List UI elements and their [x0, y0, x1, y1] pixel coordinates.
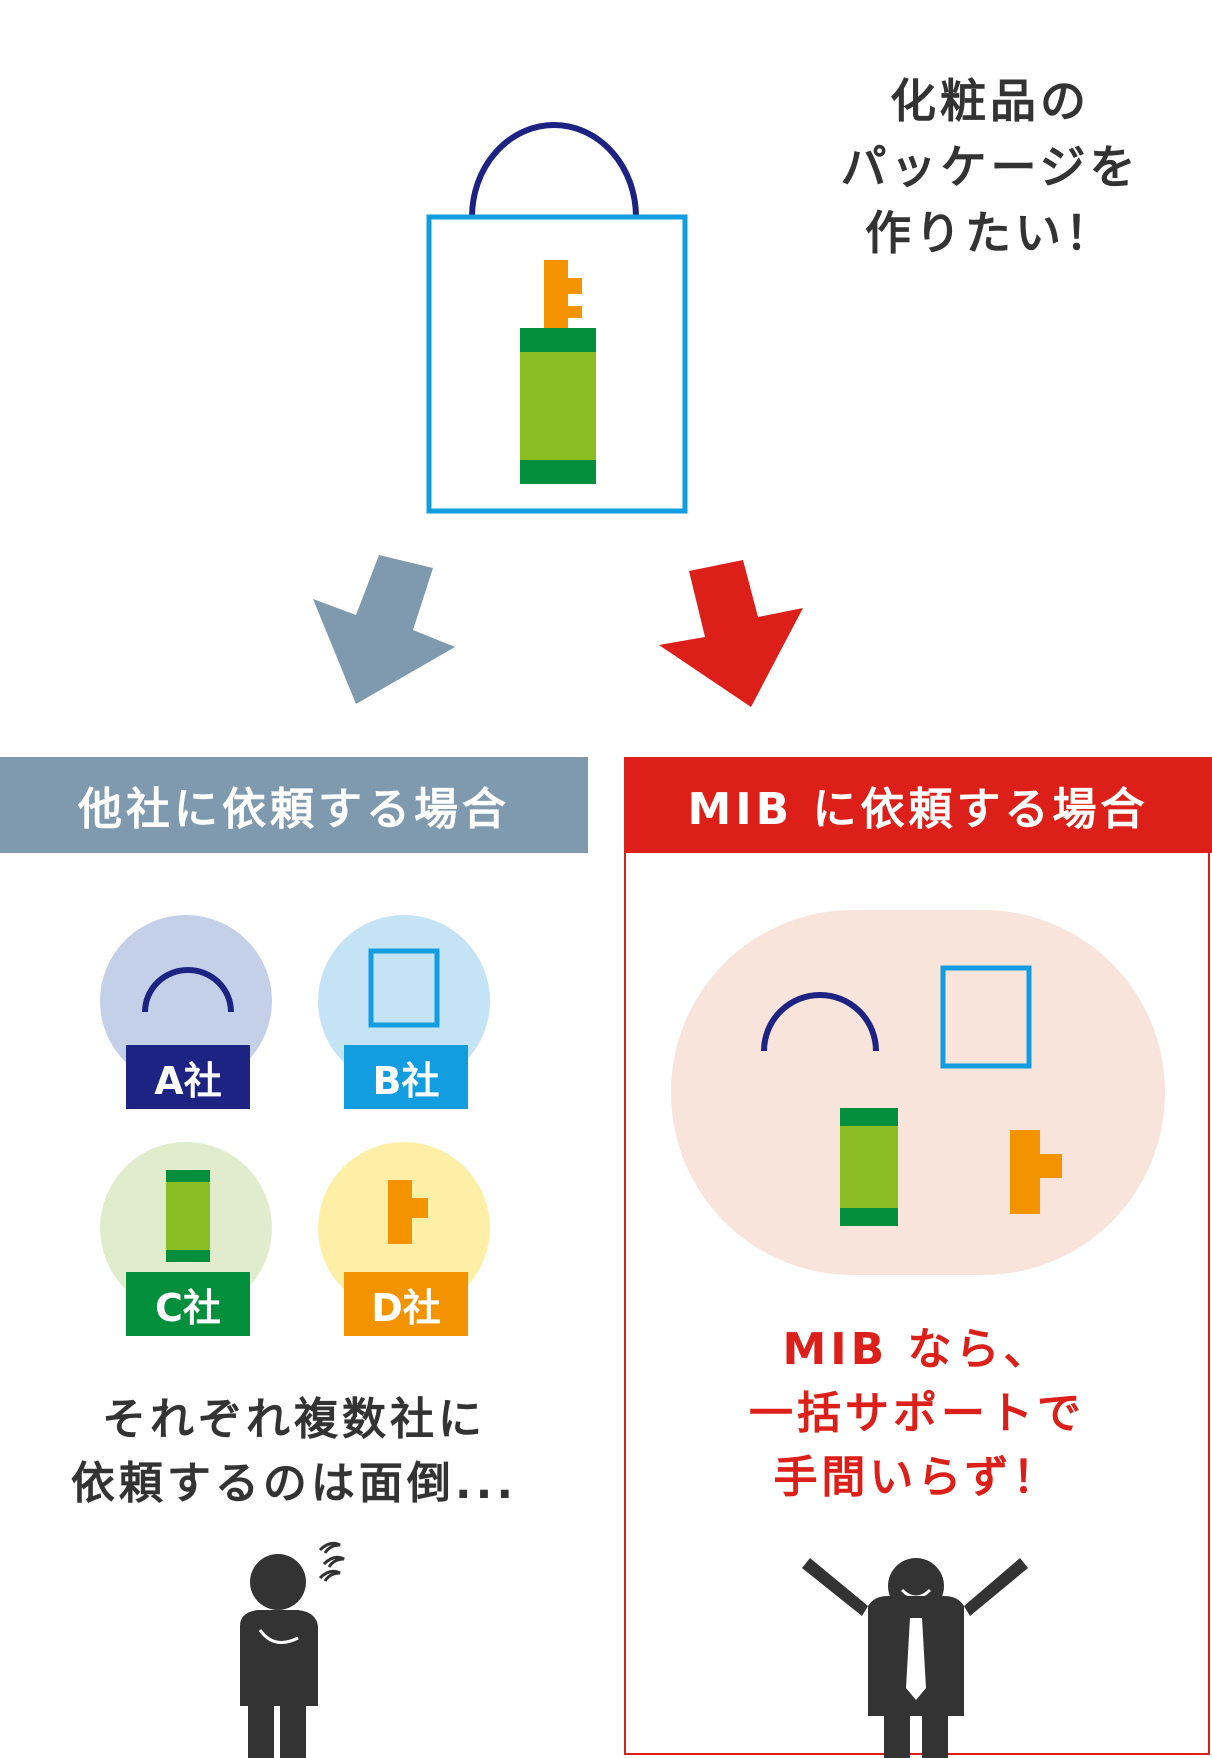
bag-box-icon	[426, 214, 688, 514]
gray-arrow-icon	[313, 555, 455, 704]
bottle-body-icon	[840, 1108, 898, 1226]
mib-header: MIB に依頼する場合	[624, 757, 1212, 853]
other-company-header-label: 他社に依頼する場合	[78, 784, 510, 835]
right-caption-line: MIB なら、	[782, 1324, 1052, 1375]
other-company-header: 他社に依頼する場合	[0, 757, 588, 853]
company-b-label: B社	[344, 1045, 468, 1109]
bottle-icon	[520, 260, 596, 484]
happy-man-icon	[802, 1558, 1028, 1758]
headline: 化粧品の パッケージを 作りたい！	[840, 74, 1140, 260]
left-caption: それぞれ複数社に 依頼するのは面倒...	[0, 1388, 588, 1516]
red-arrow-icon	[659, 560, 803, 707]
left-caption-line: 依頼するのは面倒...	[70, 1458, 518, 1509]
right-caption-line: 手間いらず！	[773, 1452, 1061, 1503]
handle-icon	[761, 992, 879, 1052]
company-a-label: A社	[126, 1045, 250, 1109]
mib-header-label: MIB に依頼する場合	[687, 784, 1149, 835]
box-icon	[368, 948, 440, 1028]
bottle-body-icon	[166, 1170, 210, 1262]
bag-handle-icon	[469, 122, 639, 218]
right-caption-line: 一括サポートで	[749, 1388, 1085, 1439]
cap-icon	[388, 1180, 428, 1244]
cap-icon	[1010, 1130, 1062, 1214]
company-c-label: C社	[126, 1272, 250, 1336]
right-caption: MIB なら、 一括サポートで 手間いらず！	[624, 1318, 1210, 1510]
box-icon	[940, 965, 1032, 1069]
worried-man-icon	[240, 1541, 345, 1758]
left-caption-line: それぞれ複数社に	[102, 1394, 486, 1445]
mib-parts-area	[671, 910, 1165, 1275]
handle-icon	[142, 967, 234, 1013]
company-d-label: D社	[344, 1272, 468, 1336]
shopping-bag-illustration	[426, 122, 688, 514]
